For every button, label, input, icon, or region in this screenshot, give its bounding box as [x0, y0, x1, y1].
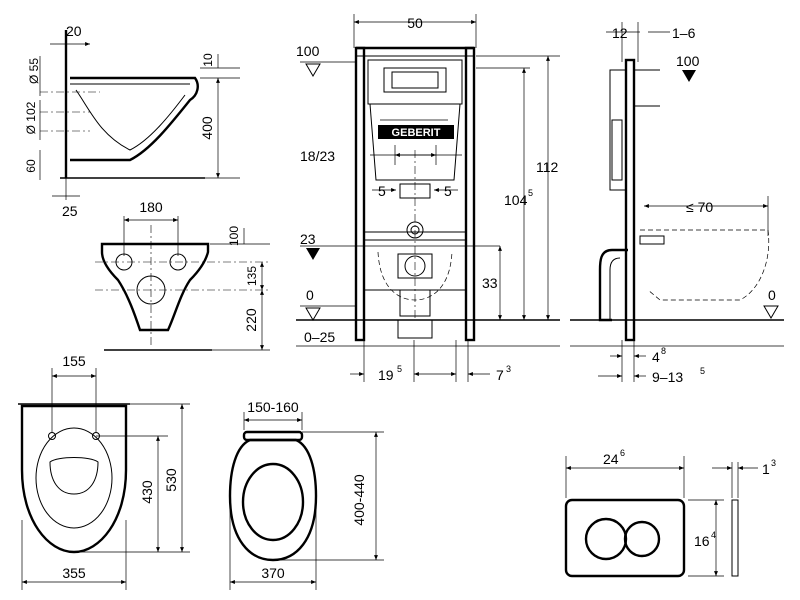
dim-1-6: 1–6: [672, 25, 696, 41]
dim-530: 530: [163, 468, 179, 492]
plate-width: 24: [603, 451, 619, 467]
plate-thickness: 1: [762, 461, 770, 477]
level-100: 100: [296, 43, 320, 59]
dim-180: 180: [139, 199, 163, 215]
installation-frame: 50 GEBERIT 18/23 5 5: [296, 14, 560, 383]
frame-side-view: 12 1–6 100 ≤ 70 0 4 8 9–13: [570, 22, 784, 385]
plate-thickness-sup: 3: [771, 458, 776, 468]
dim-400-440: 400-440: [351, 474, 367, 526]
height-112: 112: [536, 159, 559, 175]
dim-430: 430: [139, 480, 155, 504]
dim-12: 12: [612, 25, 628, 41]
dim-19-5-sup: 5: [397, 364, 402, 374]
range-0-25: 0–25: [304, 329, 335, 345]
side-level-100: 100: [676, 53, 700, 69]
dim-5-right: 5: [444, 183, 452, 199]
dim-4-8: 4: [652, 349, 660, 365]
height-104-5: 104: [504, 192, 528, 208]
dim-155: 155: [62, 353, 86, 369]
dim-25: 25: [62, 203, 78, 219]
dim-9-13-5: 9–13: [652, 369, 683, 385]
dim-20: 20: [66, 23, 82, 39]
dim-100: 100: [227, 226, 241, 246]
dim-7-3-sup: 3: [506, 364, 511, 374]
plate-height-sup: 4: [711, 530, 716, 540]
dim-135: 135: [245, 266, 259, 286]
dim-4-8-sup: 8: [661, 346, 666, 356]
bowl-front-view: 180 100 135 220: [95, 199, 270, 351]
level-0: 0: [306, 287, 314, 303]
dim-9-13-5-sup: 5: [700, 366, 705, 376]
dim-150-160: 150-160: [247, 399, 299, 415]
dim-diam-102: Ø 102: [24, 101, 38, 134]
dim-18-23: 18/23: [300, 148, 335, 164]
height-33: 33: [482, 275, 498, 291]
dim-220: 220: [243, 308, 259, 332]
dim-60: 60: [24, 159, 38, 173]
flush-plate: 24 6 16 4 1 3: [564, 448, 776, 578]
dim-19-5: 19: [378, 367, 394, 383]
dim-355: 355: [62, 565, 86, 581]
dim-10: 10: [201, 53, 215, 67]
dim-370: 370: [261, 565, 285, 581]
bowl-side-view: 20 Ø 55 Ø 102 60 25 10 400: [24, 23, 240, 219]
bowl-top-view: 155 430 530 355: [18, 353, 190, 590]
height-104-5-sup: 5: [528, 188, 533, 198]
plate-width-sup: 6: [620, 448, 625, 458]
dim-5-left: 5: [378, 183, 386, 199]
dim-400: 400: [199, 116, 215, 140]
side-level-0: 0: [768, 287, 776, 303]
brand-logo: [378, 125, 454, 139]
dim-diam-55: Ø 55: [27, 58, 41, 84]
level-23: 23: [300, 231, 316, 247]
plate-height: 16: [694, 533, 710, 549]
brand-logo-text: GEBERIT: [392, 127, 441, 139]
dim-7-3: 7: [496, 367, 504, 383]
reach-70: ≤ 70: [686, 199, 713, 215]
toilet-seat: 150-160 400-440 370: [228, 399, 384, 590]
dim-50: 50: [407, 15, 423, 31]
